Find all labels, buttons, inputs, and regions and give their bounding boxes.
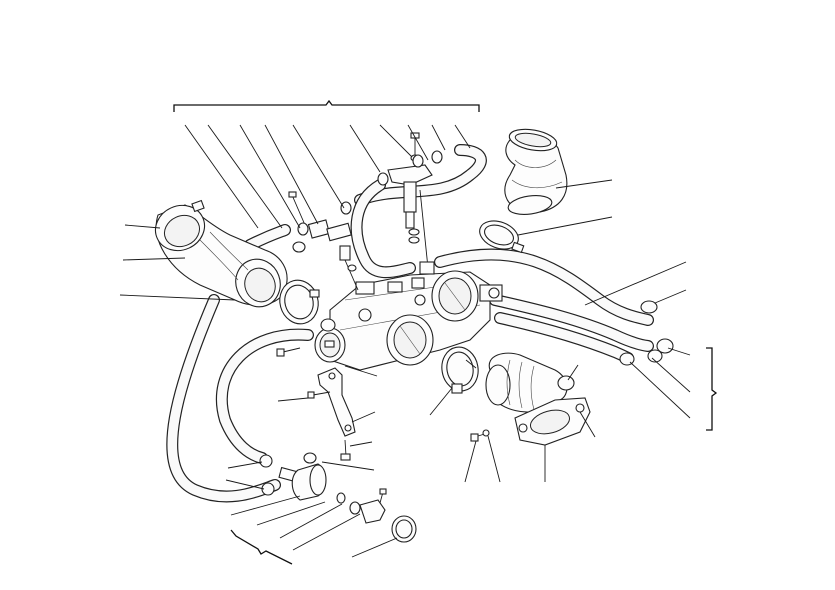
mounting-bracket xyxy=(317,367,356,437)
lower-hose-clamp xyxy=(441,346,479,394)
idle-air-valve xyxy=(278,452,327,501)
upper-fuel-hose xyxy=(354,144,487,206)
right-upper-clamp xyxy=(479,220,525,254)
top-group-bracket xyxy=(173,99,480,112)
left-short-hose xyxy=(244,224,291,251)
temperature-sensor xyxy=(336,488,417,543)
bottom-group-bracket xyxy=(230,529,293,565)
bolts xyxy=(276,340,490,461)
intake-manifold-boot xyxy=(485,352,591,446)
leader-lines xyxy=(119,124,691,558)
left-vent-hose xyxy=(215,328,314,464)
right-long-hose-b xyxy=(489,294,654,352)
right-group-bracket xyxy=(706,347,718,431)
left-long-hose xyxy=(166,294,281,503)
fuel-rail xyxy=(387,132,435,275)
throttle-body xyxy=(314,270,503,371)
center-hose xyxy=(350,179,416,279)
right-intake-elbow xyxy=(504,128,568,215)
left-hose-clamp xyxy=(279,279,320,325)
small-hose-clips xyxy=(259,150,674,496)
right-long-hose-a xyxy=(434,248,654,326)
